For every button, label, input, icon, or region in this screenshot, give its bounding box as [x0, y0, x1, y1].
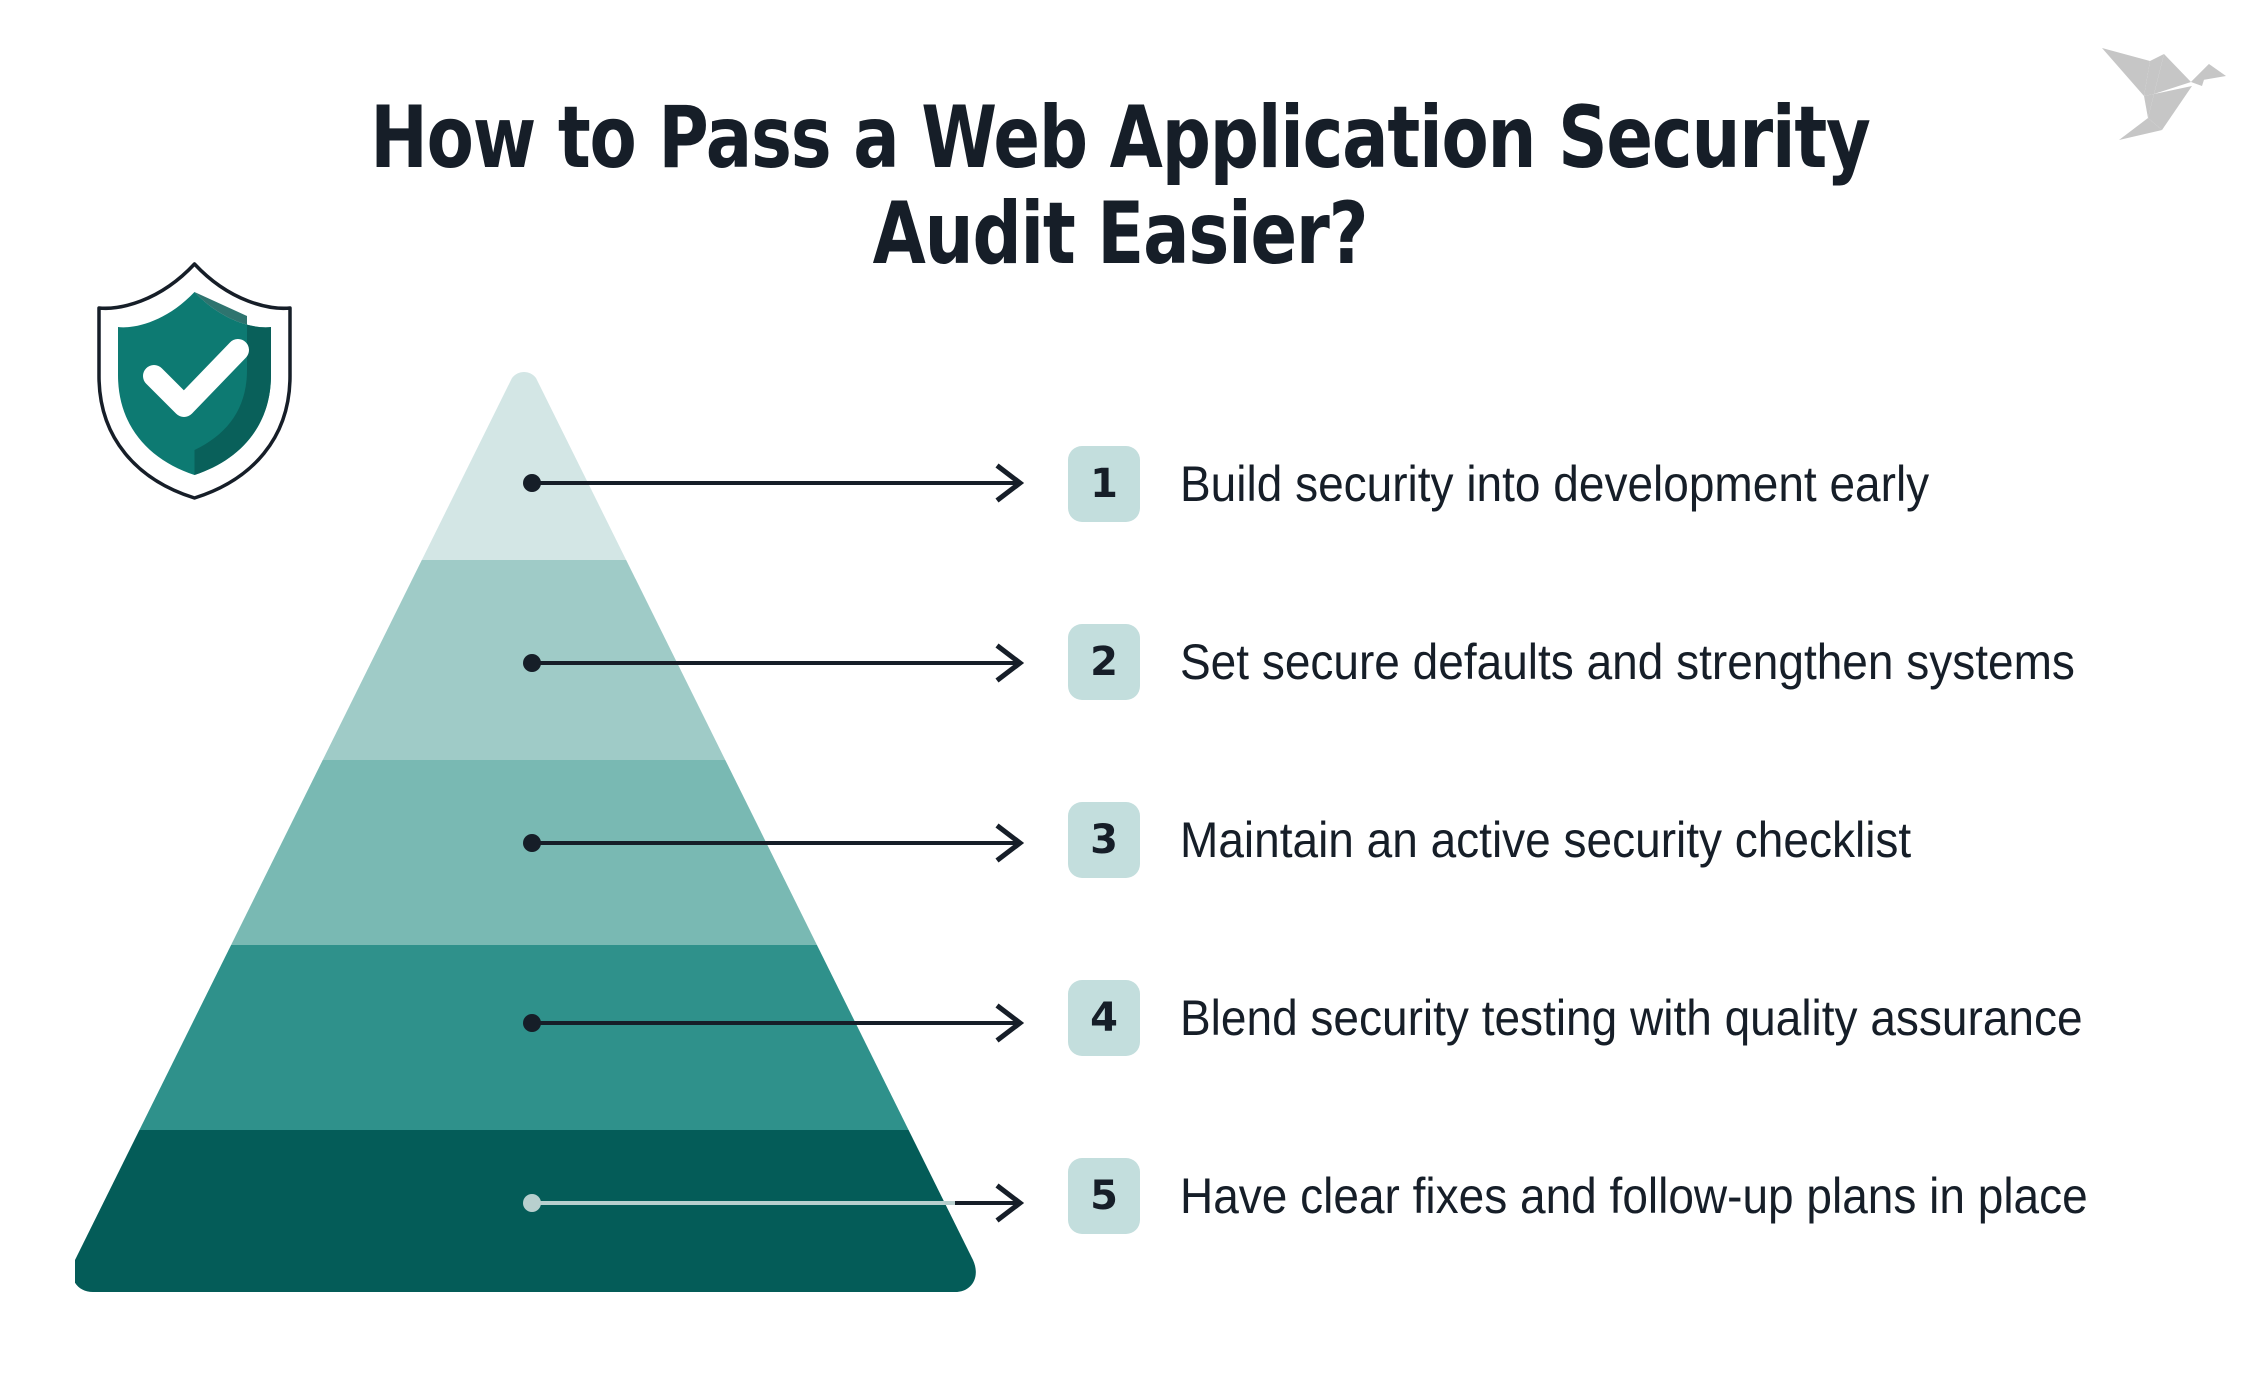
pyramid-band-1	[75, 372, 976, 560]
pyramid-band-3	[75, 760, 976, 945]
step-item-3[interactable]: 3 Maintain an active security checklist	[1068, 786, 2208, 894]
step-number-badge-4: 4	[1068, 980, 1140, 1056]
check-icon	[143, 339, 249, 417]
steps-list: 1 Build security into development early …	[1068, 430, 2208, 1250]
pyramid-band-5	[75, 1130, 976, 1292]
step-number-badge-2: 2	[1068, 624, 1140, 700]
pyramid-band-4	[75, 945, 976, 1130]
pyramid-band-2	[75, 560, 976, 760]
step-number-badge-3: 3	[1068, 802, 1140, 878]
step-item-5[interactable]: 5 Have clear fixes and follow-up plans i…	[1068, 1142, 2208, 1250]
step-number-badge-5: 5	[1068, 1158, 1140, 1234]
step-label-4: Blend security testing with quality assu…	[1180, 990, 2083, 1046]
step-label-1: Build security into development early	[1180, 456, 1930, 512]
step-item-2[interactable]: 2 Set secure defaults and strengthen sys…	[1068, 608, 2208, 716]
step-item-4[interactable]: 4 Blend security testing with quality as…	[1068, 964, 2208, 1072]
step-item-1[interactable]: 1 Build security into development early	[1068, 430, 2208, 538]
page-title: How to Pass a Web Application Security A…	[364, 90, 1876, 283]
shield-check-icon	[97, 262, 292, 500]
step-number-badge-1: 1	[1068, 446, 1140, 522]
shield-shadow	[194, 292, 271, 475]
page-title-line-1: How to Pass a Web Application Security	[370, 88, 1871, 188]
step-label-2: Set secure defaults and strengthen syste…	[1180, 634, 2075, 690]
origami-bird-logo	[2102, 48, 2226, 140]
step-label-3: Maintain an active security checklist	[1180, 812, 1912, 868]
step-label-5: Have clear fixes and follow-up plans in …	[1180, 1168, 2088, 1224]
page-title-line-2: Audit Easier?	[872, 184, 1369, 285]
pyramid-chart	[75, 372, 976, 1292]
